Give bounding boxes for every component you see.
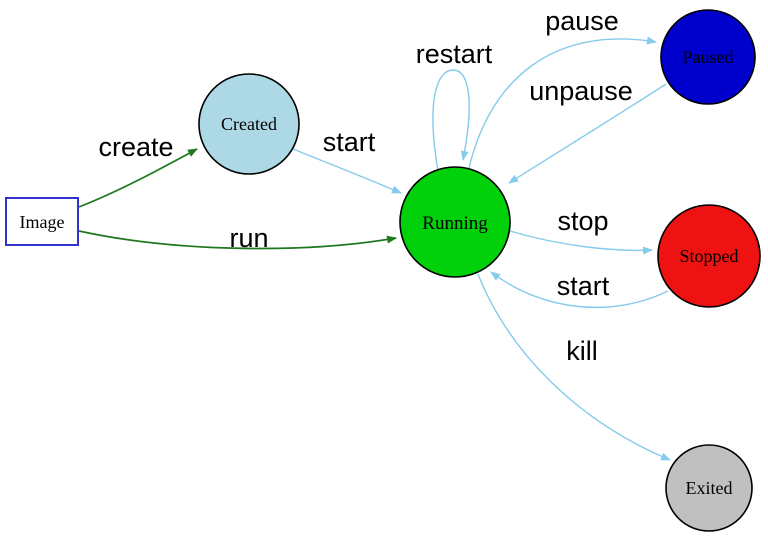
- edge-run: [78, 230, 397, 250]
- node-created-shape: [198, 73, 300, 175]
- edge-start-created-running: [292, 148, 402, 194]
- node-stopped-label: Stopped: [679, 246, 738, 266]
- edge-labels: create run start restart pause unpause s…: [98, 6, 632, 366]
- edge-label-start-created: start: [323, 127, 376, 157]
- edge-unpause: [508, 83, 667, 184]
- edge-label-create: create: [98, 132, 173, 162]
- edge-kill: [477, 273, 671, 461]
- node-stopped-shape: [657, 204, 761, 308]
- edge-stop: [509, 230, 653, 255]
- edge-start-stopped-running: [490, 271, 669, 309]
- node-exited-shape: [665, 444, 753, 532]
- node-image-label: Image: [20, 212, 65, 232]
- edge-label-stop: stop: [557, 206, 608, 236]
- edge-create: [78, 148, 198, 208]
- edge-label-run: run: [229, 223, 268, 253]
- edge-label-unpause: unpause: [529, 76, 633, 106]
- node-running-shape: [399, 166, 511, 278]
- edges: [78, 36, 671, 461]
- node-exited: Exited: [665, 444, 753, 532]
- node-exited-label: Exited: [686, 478, 733, 498]
- edge-label-pause: pause: [545, 6, 619, 36]
- node-running-label: Running: [422, 213, 488, 234]
- edge-label-kill: kill: [566, 336, 598, 366]
- node-running: Running: [399, 166, 511, 278]
- node-image: Image: [5, 197, 79, 246]
- edge-label-restart: restart: [416, 39, 493, 69]
- node-created: Created: [198, 73, 300, 175]
- edge-restart-self-loop: [432, 69, 470, 172]
- node-paused-label: Paused: [683, 47, 734, 67]
- node-paused: Paused: [660, 9, 756, 105]
- node-created-label: Created: [221, 114, 277, 134]
- edge-pause: [468, 36, 657, 169]
- edge-label-start-stopped: start: [557, 271, 610, 301]
- node-paused-shape: [660, 9, 756, 105]
- node-image-shape: [5, 197, 79, 246]
- node-stopped: Stopped: [657, 204, 761, 308]
